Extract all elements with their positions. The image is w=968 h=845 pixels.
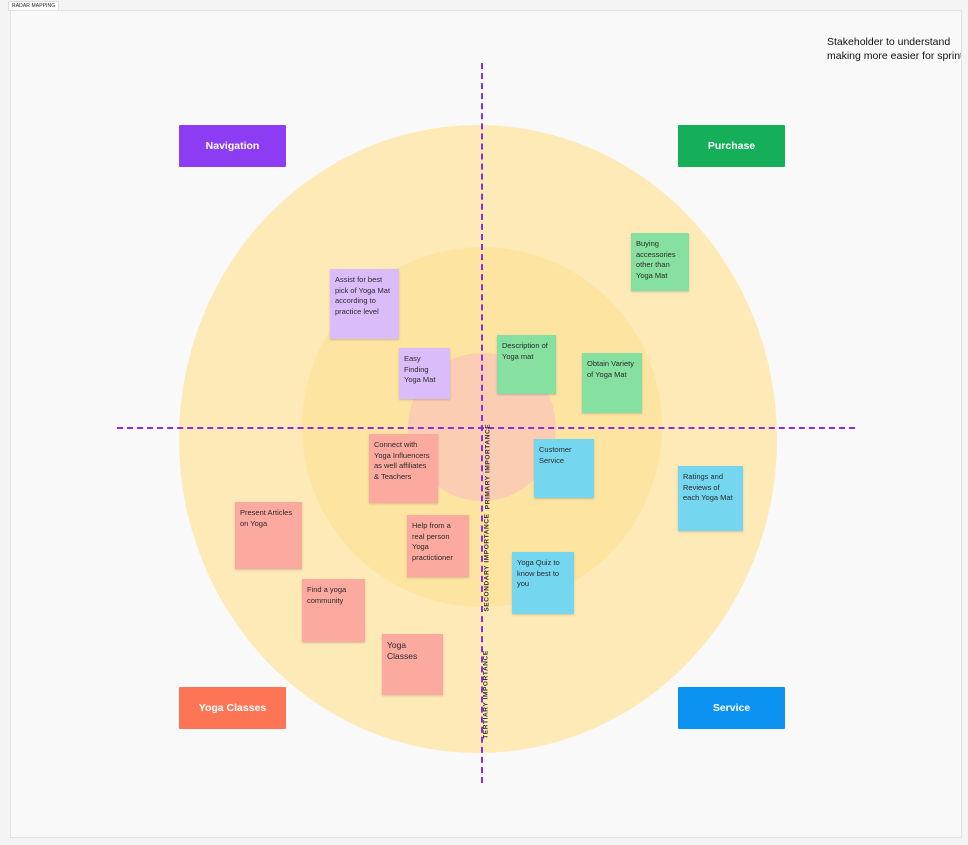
sticky-note-obtain-variety[interactable]: Obtain Variety of Yoga Mat	[582, 353, 642, 413]
horizontal-axis	[117, 427, 855, 429]
radar-canvas: PRIMARY IMPORTANCE SECONDARY IMPORTANCE …	[10, 10, 962, 838]
sticky-note-connect[interactable]: Connect with Yoga Influencers as well af…	[369, 434, 438, 503]
stakeholder-note[interactable]: Stakeholder to understand making more ea…	[827, 35, 962, 63]
sticky-note-description[interactable]: Description of Yoga mat	[497, 335, 556, 394]
stakeholder-note-line2: making more easier for sprint	[827, 50, 962, 62]
sticky-note-yoga-quiz[interactable]: Yoga Quiz to know best to you	[512, 552, 574, 614]
stakeholder-note-line1: Stakeholder to understand	[827, 36, 951, 48]
sticky-note-buying-accessories[interactable]: Buying accessories other than Yoga Mat	[631, 233, 689, 291]
secondary-importance-label: SECONDARY IMPORTANCE	[483, 513, 491, 612]
sticky-note-help-real-person[interactable]: Help from a real person Yoga practiction…	[407, 515, 469, 577]
purchase-category[interactable]: Purchase	[678, 125, 785, 167]
sticky-note-ratings[interactable]: Ratings and Reviews of each Yoga Mat	[678, 466, 743, 531]
sticky-note-customer-service[interactable]: Customer Service	[534, 439, 594, 498]
vertical-axis	[481, 63, 483, 783]
primary-importance-label: PRIMARY IMPORTANCE	[484, 423, 492, 510]
navigation-category[interactable]: Navigation	[179, 125, 286, 167]
yoga-classes-category[interactable]: Yoga Classes	[179, 687, 286, 729]
sticky-note-find-community[interactable]: Find a yoga community	[302, 579, 365, 642]
sticky-note-present-articles[interactable]: Present Articles on Yoga	[235, 502, 302, 569]
service-category[interactable]: Service	[678, 687, 785, 729]
sticky-note-easy-finding[interactable]: Easy Finding Yoga Mat	[399, 348, 450, 399]
sticky-note-yoga-classes[interactable]: Yoga Classes	[382, 634, 443, 695]
sticky-note-assist[interactable]: Assist for best pick of Yoga Mat accordi…	[330, 269, 399, 339]
tertiary-importance-label: TERTIARY IMPORTANCE	[482, 650, 490, 739]
